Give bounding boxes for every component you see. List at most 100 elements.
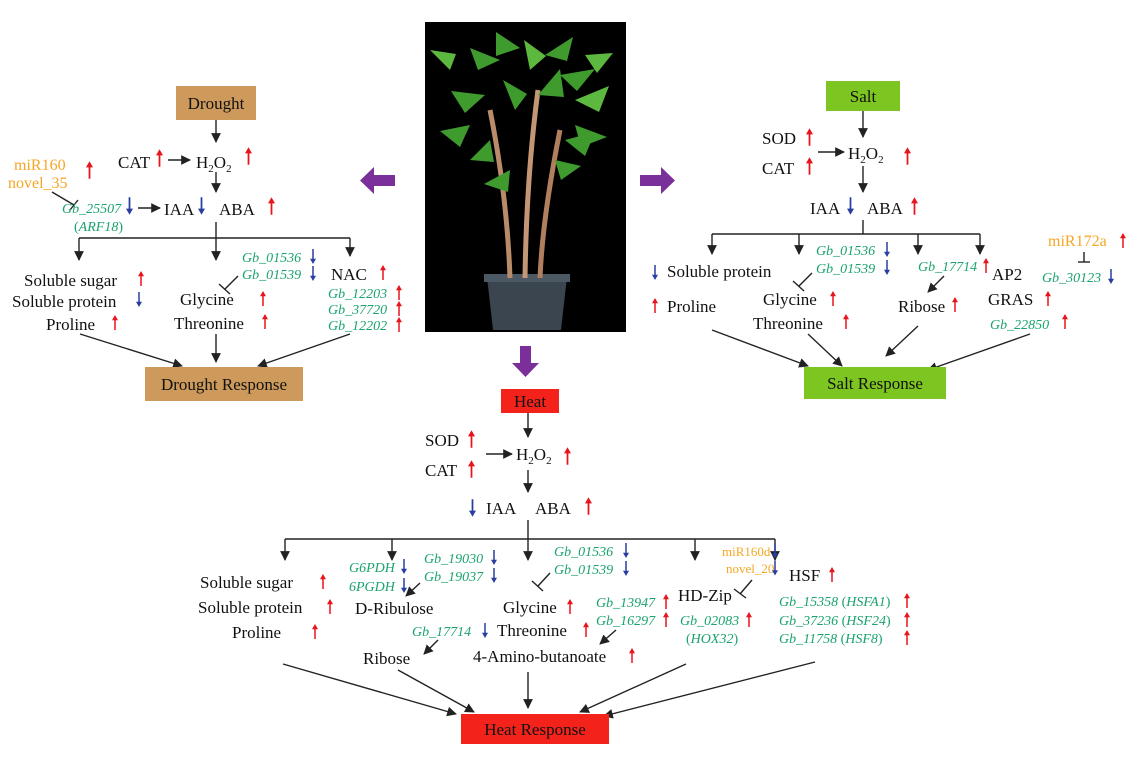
salt-response: Salt Response: [827, 374, 923, 393]
up-arrow-icon: [829, 567, 835, 582]
salt-ap2: AP2: [992, 265, 1022, 284]
salt-panel: Salt SOD CAT H2O2 IAA ABA Soluble protei…: [652, 81, 1126, 399]
arrow-right-icon: [640, 167, 675, 194]
heat-gene-16297: Gb_16297: [596, 614, 656, 629]
up-arrow-icon: [904, 612, 910, 627]
salt-gene-01539: Gb_01539: [816, 262, 875, 277]
up-arrow-icon: [952, 297, 958, 312]
heat-sod: SOD: [425, 431, 459, 450]
down-arrow-icon: [310, 249, 316, 264]
drought-soluble-protein: Soluble protein: [12, 292, 117, 311]
heat-threonine: Threonine: [497, 621, 567, 640]
down-arrow-icon: [1108, 269, 1114, 284]
salt-gras: GRAS: [988, 290, 1033, 309]
down-arrow-icon: [126, 197, 133, 215]
up-arrow-icon: [663, 612, 669, 627]
drought-nac-gene-1: Gb_12203: [328, 287, 387, 302]
drought-panel: Drought CAT H2O2 miR160 novel_35 Gb_2550…: [8, 86, 402, 401]
drought-mir160: miR160: [14, 157, 66, 174]
up-arrow-icon: [327, 599, 333, 614]
up-arrow-icon: [86, 161, 93, 179]
salt-sod: SOD: [762, 129, 796, 148]
up-arrow-icon: [746, 612, 752, 627]
ginkgo-plant-photo: [425, 22, 626, 332]
drought-h2o2: H2O2: [196, 153, 232, 175]
heat-soluble-protein: Soluble protein: [198, 598, 303, 617]
heat-panel: Heat SOD CAT H2O2 IAA ABA Soluble sugar …: [198, 389, 910, 744]
up-arrow-icon: [843, 314, 849, 329]
drought-title: Drought: [188, 94, 245, 113]
salt-gene-22850: Gb_22850: [990, 318, 1049, 333]
drought-cat: CAT: [118, 153, 151, 172]
salt-soluble-protein: Soluble protein: [667, 262, 772, 281]
heat-gene-01539: Gb_01539: [554, 563, 613, 578]
up-arrow-icon: [564, 447, 571, 465]
heat-response: Heat Response: [484, 720, 586, 739]
heat-gene-17714: Gb_17714: [412, 625, 471, 640]
drought-gene-01536: Gb_01536: [242, 251, 301, 266]
up-arrow-icon: [567, 599, 573, 614]
salt-response-box: [804, 367, 946, 399]
up-arrow-icon: [262, 314, 268, 329]
up-arrow-icon: [320, 574, 326, 589]
up-arrow-icon: [156, 149, 163, 167]
down-arrow-icon: [491, 550, 497, 565]
drought-title-box: [176, 86, 256, 120]
heat-title-box: [501, 389, 559, 413]
down-arrow-icon: [884, 260, 890, 275]
up-arrow-icon: [583, 622, 589, 637]
drought-arf18: (ARF18): [74, 220, 123, 235]
up-arrow-icon: [663, 594, 669, 609]
up-arrow-icon: [260, 291, 266, 306]
heat-hsf-gene-3: Gb_11758 (HSF8): [779, 632, 883, 647]
heat-soluble-sugar: Soluble sugar: [200, 573, 293, 592]
down-arrow-icon: [847, 197, 854, 215]
salt-ribose: Ribose: [898, 297, 945, 316]
down-arrow-icon: [401, 559, 407, 574]
up-arrow-icon: [312, 624, 318, 639]
heat-hd-zip: HD-Zip: [678, 586, 732, 605]
up-arrow-icon: [652, 298, 658, 313]
drought-nac-gene-3: Gb_12202: [328, 319, 387, 334]
up-arrow-icon: [245, 147, 252, 165]
heat-response-box: [461, 714, 609, 744]
up-arrow-icon: [380, 265, 386, 280]
up-arrow-icon: [904, 147, 911, 165]
up-arrow-icon: [396, 285, 402, 300]
salt-mir172a: miR172a: [1048, 233, 1107, 250]
heat-glycine: Glycine: [503, 598, 557, 617]
heat-ribose: Ribose: [363, 649, 410, 668]
heat-d-ribulose: D-Ribulose: [355, 599, 433, 618]
heat-h2o2: H2O2: [516, 445, 552, 467]
heat-6pgdh: 6PGDH: [349, 580, 396, 595]
heat-proline: Proline: [232, 623, 281, 642]
heat-hsf: HSF: [789, 566, 820, 585]
heat-title: Heat: [514, 392, 546, 411]
up-arrow-icon: [904, 630, 910, 645]
salt-title-box: [826, 81, 900, 111]
heat-iaa: IAA: [486, 499, 517, 518]
salt-iaa: IAA: [810, 199, 841, 218]
salt-h2o2: H2O2: [848, 144, 884, 166]
heat-gene-19030: Gb_19030: [424, 552, 483, 567]
heat-g6pdh: G6PDH: [349, 561, 396, 576]
drought-nac-gene-2: Gb_37720: [328, 303, 387, 318]
heat-mir160d: miR160d: [722, 544, 771, 559]
arrow-left-icon: [360, 167, 395, 194]
down-arrow-icon: [652, 265, 658, 280]
up-arrow-icon: [138, 271, 144, 286]
salt-proline: Proline: [667, 297, 716, 316]
up-arrow-icon: [396, 301, 402, 316]
down-arrow-icon: [491, 568, 497, 583]
drought-response-box: [145, 367, 303, 401]
drought-response: Drought Response: [161, 375, 287, 394]
purple-direction-arrows: [360, 167, 675, 377]
heat-hox32: (HOX32): [686, 632, 738, 647]
down-arrow-icon: [401, 578, 407, 593]
heat-gene-02083: Gb_02083: [680, 614, 739, 629]
down-arrow-icon: [136, 292, 142, 307]
salt-cat: CAT: [762, 159, 795, 178]
salt-glycine: Glycine: [763, 290, 817, 309]
salt-title: Salt: [850, 87, 877, 106]
